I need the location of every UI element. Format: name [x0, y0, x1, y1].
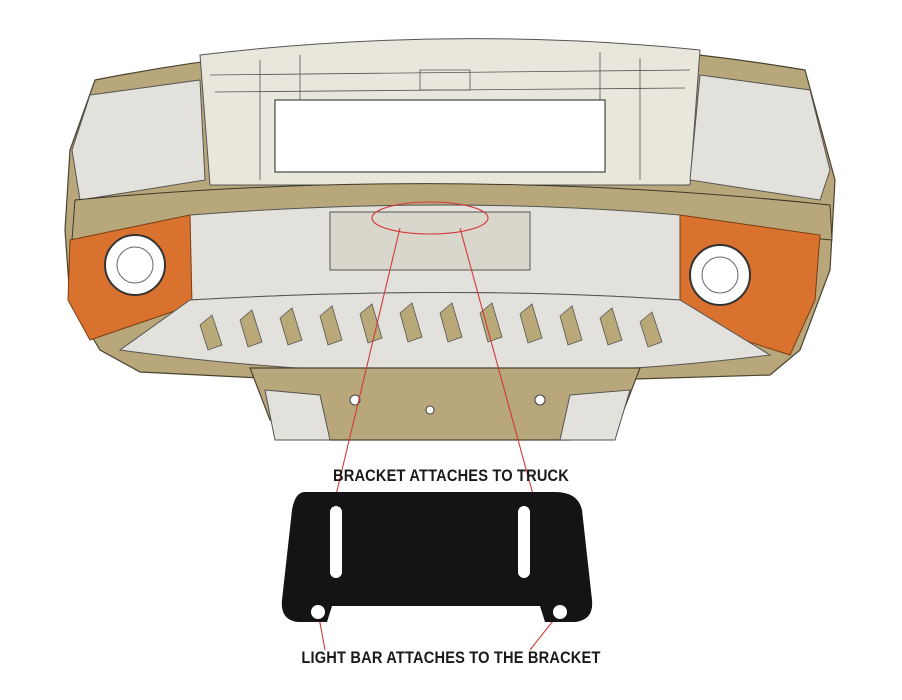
right-fog-light-inner [701, 256, 739, 294]
grille-frame-lines [209, 52, 691, 180]
bracket-hole-right [553, 605, 567, 619]
right-fog-light [689, 244, 751, 306]
lower-grille-teeth [199, 302, 663, 351]
right-side-panel [689, 74, 831, 201]
left-mount-tab [264, 389, 331, 441]
right-mount-tab [559, 389, 631, 441]
bracket-hole-left [311, 605, 325, 619]
light-bar-caption: LIGHT BAR ATTACHES TO THE BRACKET [301, 648, 601, 667]
grille-window [274, 99, 606, 173]
bracket-slot-left [330, 506, 342, 578]
left-fog-light [104, 234, 166, 296]
center-plate [329, 211, 531, 271]
bracket-plate [281, 492, 593, 622]
mount-area-highlight [371, 201, 489, 235]
callout-line-left [329, 227, 401, 521]
bracket-truck-caption: BRACKET ATTACHES TO TRUCK [332, 466, 570, 485]
bracket-slot-right [518, 506, 530, 578]
callout-line-right [459, 227, 541, 521]
skid-plate-holes [349, 394, 546, 415]
left-fog-light-inner [116, 246, 154, 284]
left-side-panel [71, 79, 206, 201]
front-bumper-assembly [64, 38, 836, 441]
light-bar-bracket [281, 492, 593, 622]
